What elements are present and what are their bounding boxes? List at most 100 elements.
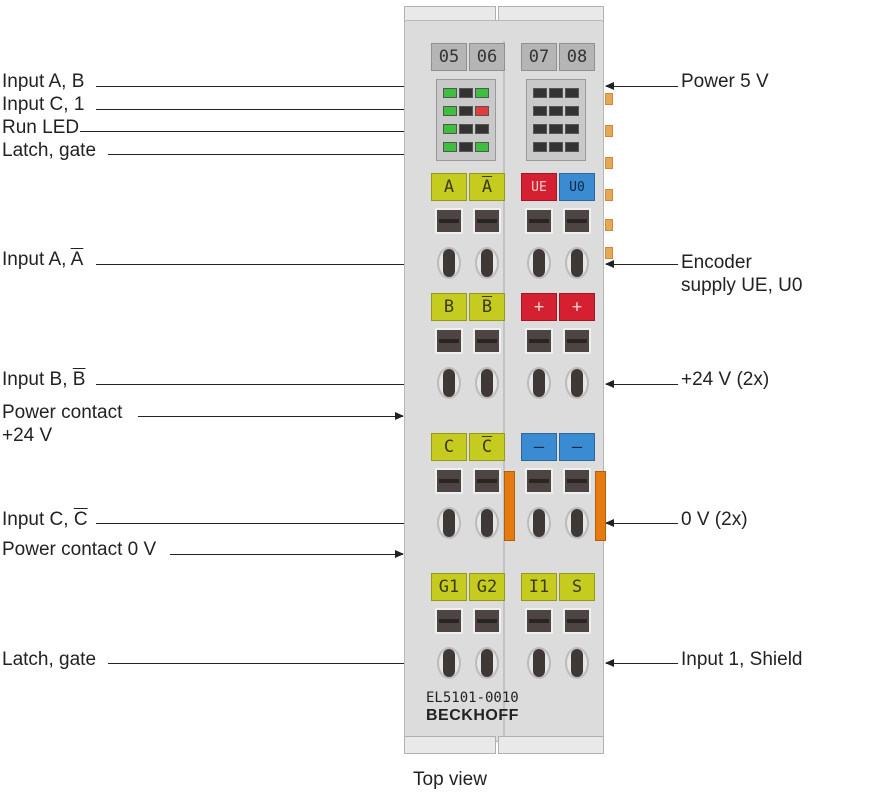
leader-input-a-b <box>96 81 424 90</box>
led-input-a <box>443 88 457 98</box>
led-gate <box>475 142 489 152</box>
led-input-c <box>443 106 457 116</box>
spring-terminal[interactable] <box>525 363 553 403</box>
led-off <box>459 106 473 116</box>
release-slot[interactable] <box>563 208 591 234</box>
tag-minus: – <box>559 433 595 461</box>
release-slot[interactable] <box>563 328 591 354</box>
led-off <box>549 88 563 98</box>
leader-run-led <box>80 126 424 135</box>
spring-terminal[interactable] <box>563 243 591 283</box>
label-input-b-prefix: Input B, <box>2 369 73 390</box>
led-run <box>443 124 457 134</box>
contact-dot <box>605 125 613 137</box>
tag-minus: – <box>521 433 557 461</box>
led-off <box>475 124 489 134</box>
leader-power-5v <box>605 81 678 90</box>
tag-u0: U0 <box>559 173 595 201</box>
terminal-body: 05 06 07 08 <box>404 20 613 742</box>
label-input-c-1: Input C, 1 <box>2 94 85 115</box>
led-off <box>549 124 563 134</box>
led-off <box>533 124 547 134</box>
led-off <box>565 142 579 152</box>
release-slot[interactable] <box>473 608 501 634</box>
leader-power-contact-24 <box>138 411 404 420</box>
leader-plus-24v <box>605 379 678 388</box>
spring-terminal[interactable] <box>563 363 591 403</box>
spring-terminal[interactable] <box>473 363 501 403</box>
label-input-c-bar: C <box>73 509 88 530</box>
bottom-rail-right <box>498 736 604 754</box>
led-latch <box>443 142 457 152</box>
spring-terminal[interactable] <box>525 243 553 283</box>
label-zero-v: 0 V (2x) <box>681 509 748 530</box>
tag-s: S <box>559 573 595 601</box>
label-input1-shield: Input 1, Shield <box>681 649 803 670</box>
release-slot[interactable] <box>473 328 501 354</box>
leader-input-b-bbar <box>96 379 424 388</box>
spring-terminal[interactable] <box>525 643 553 683</box>
leader-latch-gate <box>108 658 424 667</box>
release-slot[interactable] <box>435 208 463 234</box>
leader-power-contact-0 <box>170 549 404 558</box>
release-slot[interactable] <box>525 608 553 634</box>
release-slot[interactable] <box>435 328 463 354</box>
release-slot[interactable] <box>435 608 463 634</box>
tag-plus: + <box>559 293 595 321</box>
release-slot[interactable] <box>563 468 591 494</box>
terminal-divider <box>503 41 505 741</box>
led-off <box>565 124 579 134</box>
label-power-5v: Power 5 V <box>681 71 769 92</box>
spring-terminal[interactable] <box>563 503 591 543</box>
spring-terminal[interactable] <box>435 243 463 283</box>
release-slot[interactable] <box>473 468 501 494</box>
label-input-a-prefix: Input A, <box>2 249 71 270</box>
spring-terminal[interactable] <box>473 643 501 683</box>
label-input-a-bar: A <box>70 249 84 270</box>
spring-terminal[interactable] <box>435 503 463 543</box>
tag-c: C <box>431 433 467 461</box>
label-power-contact-24-value: +24 V <box>2 425 53 446</box>
release-slot[interactable] <box>563 608 591 634</box>
led-off <box>459 142 473 152</box>
tag-i1: I1 <box>521 573 557 601</box>
leader-input-a-abar <box>96 259 424 268</box>
label-input-b-bar: B <box>72 369 86 390</box>
spring-terminal[interactable] <box>563 643 591 683</box>
brand-logo: BECKHOFF <box>426 707 519 724</box>
spring-terminal[interactable] <box>435 363 463 403</box>
leader-latch-gate-led <box>108 149 424 158</box>
tag-g2: G2 <box>469 573 505 601</box>
release-slot[interactable] <box>435 468 463 494</box>
label-input-a-b: Input A, B <box>2 71 85 92</box>
spring-terminal[interactable] <box>473 243 501 283</box>
led-off <box>565 88 579 98</box>
release-slot[interactable] <box>525 468 553 494</box>
leader-input-c-cbar <box>96 518 424 527</box>
label-input-b-bbar: Input B, B <box>2 368 85 391</box>
label-power-contact-24: Power contact <box>2 402 123 423</box>
label-run-led: Run LED <box>2 117 80 138</box>
tag-g1: G1 <box>431 573 467 601</box>
spring-terminal[interactable] <box>525 503 553 543</box>
contact-dot <box>605 93 613 105</box>
label-encoder-supply-ue-u0: supply UE, U0 <box>681 275 803 296</box>
led-off <box>565 106 579 116</box>
bottom-rail-left <box>404 736 496 754</box>
release-slot[interactable] <box>525 208 553 234</box>
led-panel-right <box>526 79 586 161</box>
tag-ue: UE <box>521 173 557 201</box>
channel-label-05: 05 <box>431 43 467 71</box>
spring-terminal[interactable] <box>473 503 501 543</box>
led-off <box>533 106 547 116</box>
release-slot[interactable] <box>525 328 553 354</box>
led-off <box>533 142 547 152</box>
leader-input1-shield <box>605 658 678 667</box>
tag-a: A <box>431 173 467 201</box>
spring-terminal[interactable] <box>435 643 463 683</box>
led-off <box>533 88 547 98</box>
release-slot[interactable] <box>473 208 501 234</box>
label-encoder-supply: Encoder <box>681 252 752 273</box>
power-contact-bar <box>504 471 515 541</box>
